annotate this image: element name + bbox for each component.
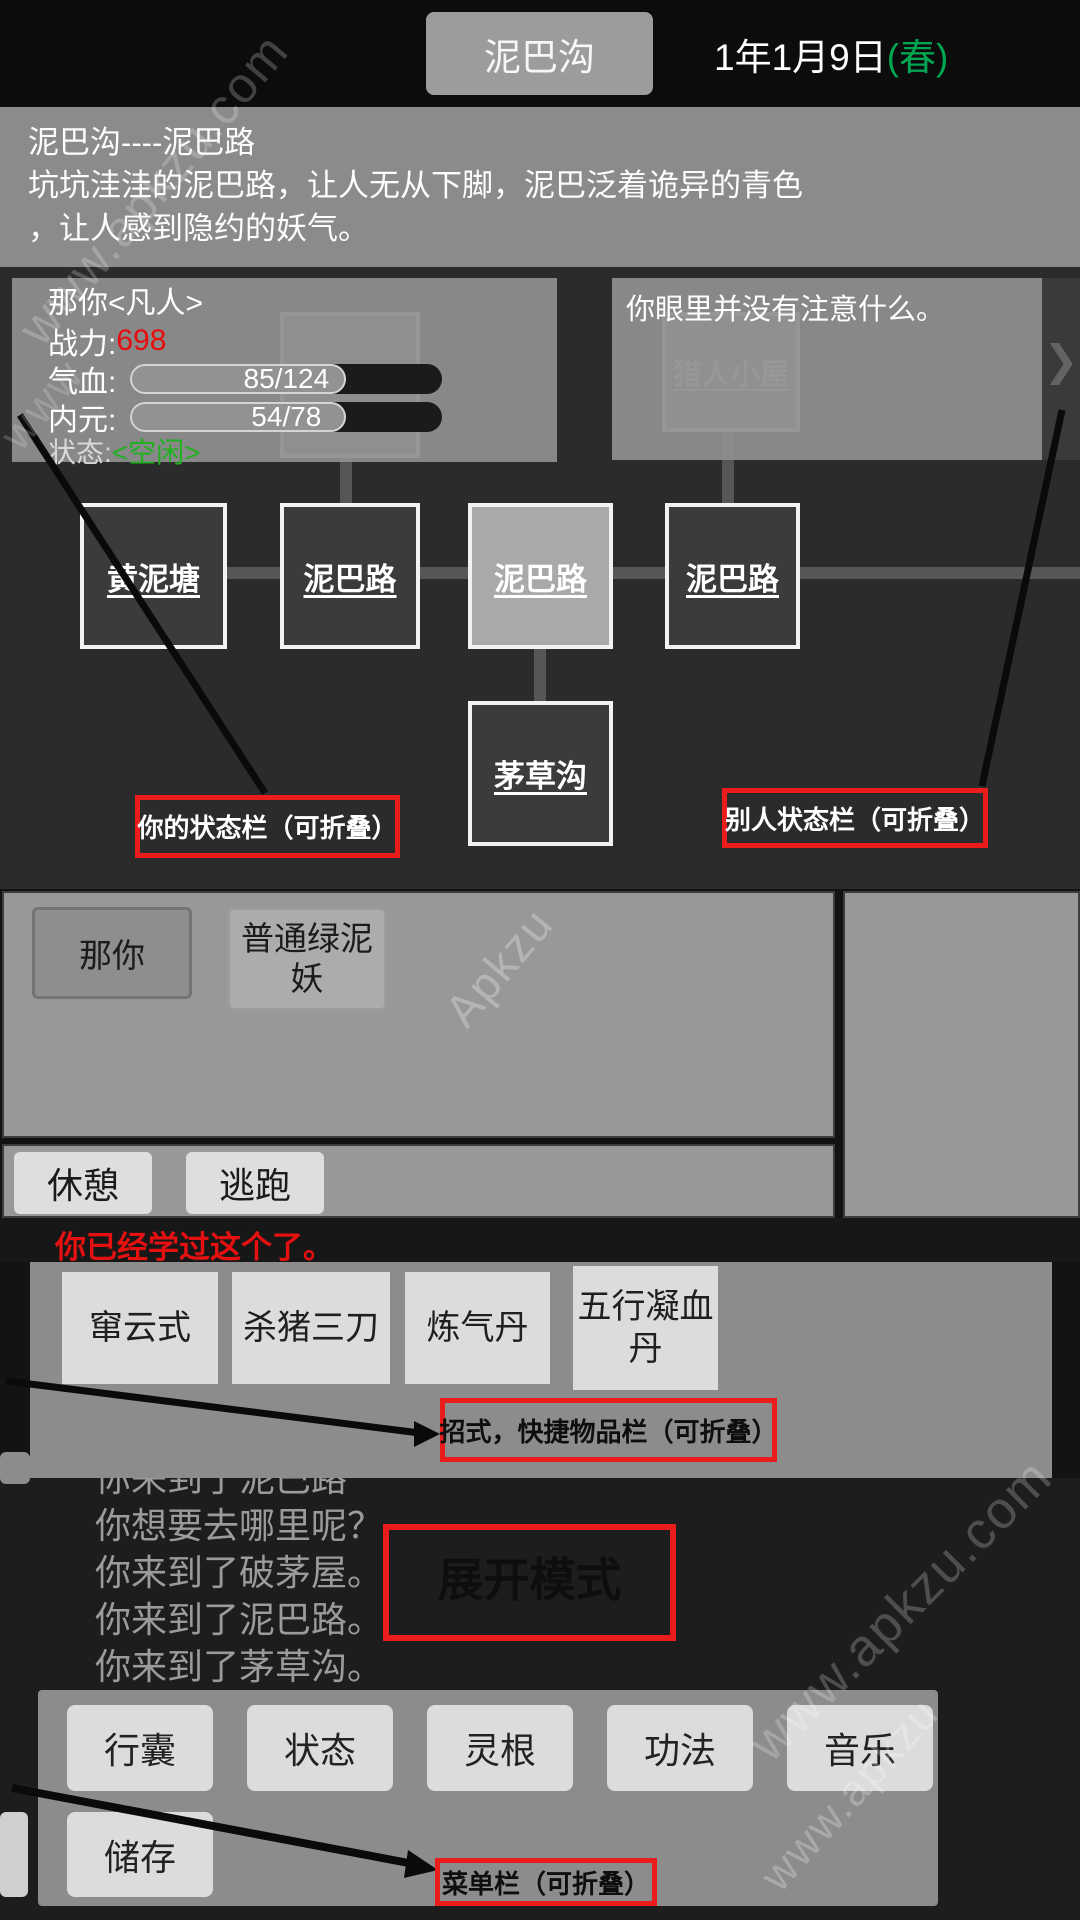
map-node-nibalu-east[interactable]: 泥巴路 xyxy=(665,503,800,649)
expand-mode-label: 展开模式 xyxy=(437,1554,622,1606)
annotation-text: 菜单栏（可折叠） xyxy=(441,1868,650,1899)
observe-text: 你眼里并没有注意什么。 xyxy=(626,294,946,326)
location-description: 泥巴沟----泥巴路 坑坑洼洼的泥巴路，让人无从下脚，泥巴泛着诡异的青色 ，让人… xyxy=(0,107,1080,267)
map-node-nibalu-current[interactable]: 泥巴路 xyxy=(468,503,613,649)
unit-button-player[interactable]: 那你 xyxy=(32,907,192,999)
annotation-text: 你的状态栏（可折叠） xyxy=(137,813,398,843)
skill-label: 杀猪三刀 xyxy=(243,1309,379,1347)
menu-label: 行囊 xyxy=(103,1730,176,1771)
map-node-label: 泥巴路 xyxy=(686,561,779,597)
skill-label: 五行凝血丹 xyxy=(577,1288,714,1368)
map-connector xyxy=(340,455,352,505)
clipped-side-button[interactable] xyxy=(0,1452,30,1484)
battle-actions-panel: 休憩 逃跑 xyxy=(2,1144,835,1218)
annotation-text: 招式，快捷物品栏（可折叠） xyxy=(439,1416,778,1447)
message-row xyxy=(0,1218,1080,1262)
annotation-menu-bar: 菜单栏（可折叠） xyxy=(435,1858,657,1906)
state-label: 状态: xyxy=(48,437,112,468)
menu-button-bag[interactable]: 行囊 xyxy=(67,1705,213,1791)
rest-label: 休憩 xyxy=(46,1165,119,1206)
annotation-your-status-bar: 你的状态栏（可折叠） xyxy=(135,795,400,858)
annotation-skills-bar: 招式，快捷物品栏（可折叠） xyxy=(439,1398,778,1462)
rest-button[interactable]: 休憩 xyxy=(14,1152,152,1214)
map-connector xyxy=(420,567,468,579)
menu-label: 功法 xyxy=(643,1730,716,1771)
flee-button[interactable]: 逃跑 xyxy=(186,1152,324,1214)
map-node-label: 茅草沟 xyxy=(494,759,587,794)
mp-bar: 54/78 xyxy=(130,401,443,432)
chevron-right-icon: ❯ xyxy=(1043,337,1079,384)
power-label: 战力: xyxy=(48,328,117,361)
unit-label: 那你 xyxy=(79,937,145,974)
hp-bar-fill xyxy=(130,364,346,394)
menu-button-status[interactable]: 状态 xyxy=(247,1705,393,1791)
battle-side-panel xyxy=(843,891,1080,1218)
menu-button-music[interactable]: 音乐 xyxy=(787,1705,933,1791)
location-title-button[interactable]: 泥巴沟 xyxy=(426,12,653,95)
player-status-panel[interactable]: 那你<凡人> 战力: 698 气血: 85/124 内元: 54/78 xyxy=(12,278,557,468)
map-connector xyxy=(613,567,665,579)
location-title: 泥巴沟 xyxy=(484,36,595,78)
power-value: 698 xyxy=(116,324,167,357)
mp-value: 54/78 xyxy=(251,401,322,432)
menu-button-linggen[interactable]: 灵根 xyxy=(427,1705,573,1791)
unit-label: 普通绿泥妖 xyxy=(241,920,373,997)
skill-button-3[interactable]: 炼气丹 xyxy=(405,1272,550,1384)
annotation-others-status-bar: 别人状态栏（可折叠） xyxy=(722,788,988,848)
description-line: ，让人感到隐约的妖气。 xyxy=(28,211,369,246)
others-panel-collapse-strip[interactable]: ❯ xyxy=(1042,278,1080,460)
map-node-huangnitang[interactable]: 黄泥塘 xyxy=(80,503,227,649)
hp-bar: 85/124 xyxy=(130,363,443,394)
map-connector xyxy=(534,649,546,701)
clipped-side-button[interactable] xyxy=(0,1812,28,1897)
map-node-maocaogou[interactable]: 茅草沟 xyxy=(468,701,613,846)
hp-value: 85/124 xyxy=(243,363,330,394)
skill-button-4[interactable]: 五行凝血丹 xyxy=(573,1266,718,1390)
map-area: 猎人小屋 黄泥塘 泥巴路 泥巴路 泥巴路 茅草沟 那你<凡人> 战力: 698 … xyxy=(0,267,1080,889)
annotation-text: 别人状态栏（可折叠） xyxy=(725,804,986,835)
menu-label: 状态 xyxy=(283,1730,356,1771)
menu-label: 灵根 xyxy=(463,1730,536,1771)
log-line: 你来到了泥巴路。 xyxy=(95,1599,384,1640)
skill-button-1[interactable]: 窜云式 xyxy=(62,1272,218,1384)
battle-units-panel: 那你 普通绿泥妖 xyxy=(2,891,835,1138)
expand-mode-button[interactable]: 展开模式 xyxy=(383,1524,676,1641)
log-line: 你来到了破茅屋。 xyxy=(95,1552,384,1593)
hp-label: 气血: xyxy=(48,366,117,399)
state-value: <空闲> xyxy=(111,437,201,468)
menu-button-gongfa[interactable]: 功法 xyxy=(607,1705,753,1791)
mp-label: 内元: xyxy=(48,404,117,437)
date-text: 1年1月9日 xyxy=(714,36,887,78)
map-connector xyxy=(800,567,1080,579)
map-node-label: 泥巴路 xyxy=(303,561,397,597)
player-name: 那你<凡人> xyxy=(48,287,204,320)
flee-label: 逃跑 xyxy=(218,1165,291,1206)
log-line: 你想要去哪里呢？ xyxy=(95,1505,384,1546)
skill-button-2[interactable]: 杀猪三刀 xyxy=(232,1272,390,1384)
game-date: 1年1月9日(春) xyxy=(714,0,948,107)
menu-label: 储存 xyxy=(103,1836,176,1878)
season-text: (春) xyxy=(886,36,949,78)
map-node-label: 泥巴路 xyxy=(494,561,587,597)
log-line: 你来到了茅草沟。 xyxy=(95,1646,384,1687)
system-message: 你已经学过这个了。 xyxy=(55,1230,334,1265)
map-node-label: 黄泥塘 xyxy=(107,561,200,597)
others-status-panel[interactable]: 你眼里并没有注意什么。 xyxy=(612,278,1042,460)
menu-button-save[interactable]: 储存 xyxy=(67,1812,213,1897)
map-connector xyxy=(227,567,280,579)
skill-label: 窜云式 xyxy=(89,1309,191,1347)
description-line: 坑坑洼洼的泥巴路，让人无从下脚，泥巴泛着诡异的青色 xyxy=(28,168,803,203)
map-node-nibalu-west[interactable]: 泥巴路 xyxy=(280,503,420,649)
description-title: 泥巴沟----泥巴路 xyxy=(28,125,256,160)
menu-label: 音乐 xyxy=(823,1730,896,1771)
unit-button-enemy[interactable]: 普通绿泥妖 xyxy=(227,907,387,1011)
skill-label: 炼气丹 xyxy=(426,1309,529,1347)
